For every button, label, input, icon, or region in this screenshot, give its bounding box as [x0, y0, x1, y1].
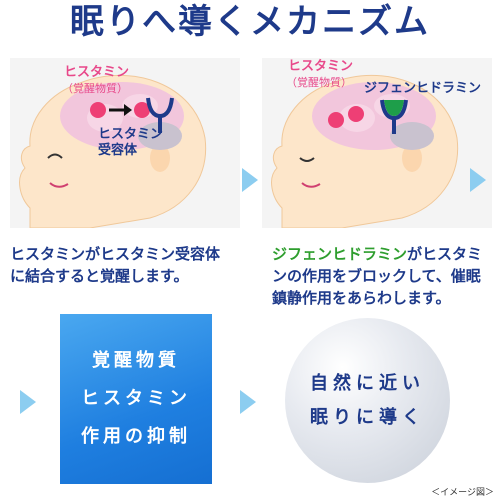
right-head-illustration [271, 75, 459, 228]
right-caption-line-1: ジフェンヒドラミンがヒスタミ [272, 243, 487, 265]
result-circle: 自然に近い 眠りに導く [285, 318, 450, 483]
page-title: 眠りへ導くメカニズム [70, 2, 430, 42]
effect-box: 覚醒物質 ヒスタミン 作用の抑制 [60, 314, 212, 484]
left-caption-line-2: に結合すると覚醒します。 [10, 267, 189, 285]
left-head-illustration [19, 75, 207, 228]
effect-line-2: ヒスタミン [81, 388, 191, 409]
arrow-right-icon [470, 168, 486, 192]
right-histamine-sub: （覚醒物質） [286, 76, 352, 89]
left-receptor-label-1: ヒスタミン [98, 127, 164, 142]
right-caption-rest-1: がヒスタミ [407, 245, 483, 263]
arrow-right-icon [20, 390, 36, 414]
arrow-right-icon [240, 390, 256, 414]
arrow-right-icon [242, 168, 258, 192]
result-line-2: 眠りに導く [310, 406, 425, 428]
right-caption: ジフェンヒドラミンがヒスタミ ンの作用をブロックして、催眠 鎮静作用をあらわしま… [272, 243, 487, 309]
right-drug-label: ジフェンヒドラミン [364, 81, 482, 96]
effect-line-1: 覚醒物質 [92, 350, 180, 371]
right-caption-line-2: ンの作用をブロックして、催眠 [272, 267, 481, 285]
left-histamine-label: ヒスタミン [64, 65, 130, 80]
result-line-1: 自然に近い [310, 372, 425, 394]
right-caption-line-3: 鎮静作用をあらわします。 [272, 289, 451, 307]
right-caption-drug: ジフェンヒドラミン [272, 245, 408, 263]
effect-line-3: 作用の抑制 [81, 426, 191, 447]
right-histamine-label: ヒスタミン [288, 59, 354, 74]
left-caption: ヒスタミンがヒスタミン受容体 に結合すると覚醒します。 [10, 243, 225, 287]
image-note: ＜イメージ図＞ [431, 488, 494, 498]
left-receptor-label-2: 受容体 [98, 143, 138, 158]
left-histamine-sub: （覚醒物質） [62, 82, 128, 95]
left-caption-line-1: ヒスタミンがヒスタミン受容体 [10, 245, 221, 263]
